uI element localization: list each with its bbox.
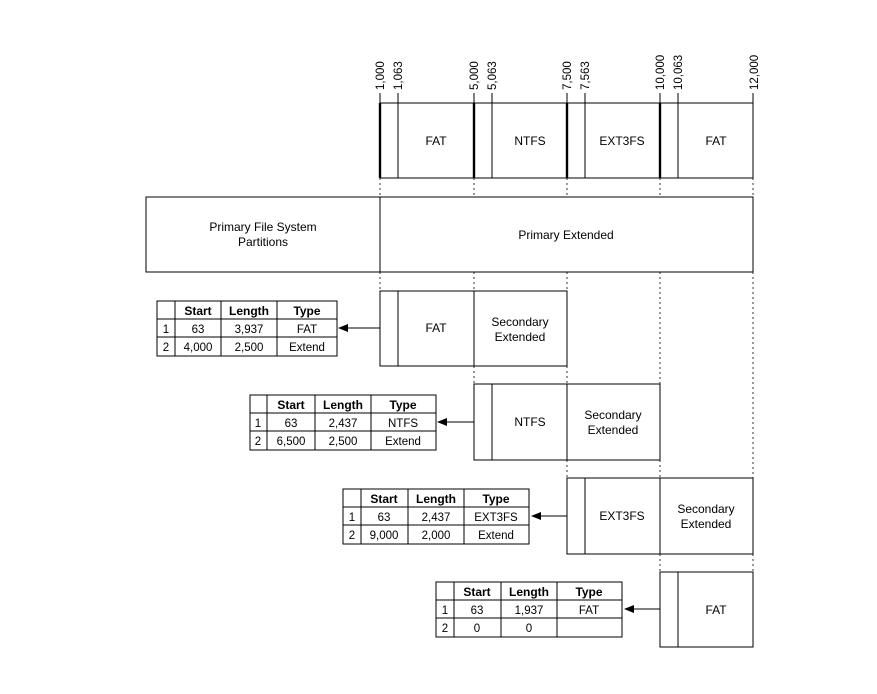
table-header: Start (277, 398, 304, 412)
table-header: Type (575, 585, 602, 599)
table-cell: 2,000 (422, 530, 451, 542)
secondary-extended-label: Secondary (677, 502, 734, 516)
table-cell: FAT (579, 605, 599, 617)
arrow-1 (338, 324, 380, 332)
secondary-extended-label: Extended (588, 423, 639, 437)
primary-fs-label: Partitions (238, 235, 288, 249)
guide-lines (379, 178, 754, 572)
table-cell: 1,937 (515, 605, 544, 617)
fs-label: FAT (425, 321, 447, 335)
tick-marks (379, 93, 754, 103)
tick-label: 10,000 (655, 55, 667, 90)
fs-label: NTFS (514, 415, 545, 429)
tick-label: 1,063 (393, 61, 405, 90)
table-header: Type (293, 304, 320, 318)
tick-label: 5,000 (469, 61, 481, 90)
arrow-4 (624, 605, 660, 613)
table-cell: 63 (471, 605, 484, 617)
tick-label: 12,000 (749, 55, 761, 90)
primary-partition-row: Primary File System Partitions Primary E… (145, 196, 754, 273)
table-header: Type (482, 492, 509, 506)
table-cell: 2,500 (329, 436, 358, 448)
tick-label: 7,500 (562, 61, 574, 90)
fs-label: FAT (705, 603, 727, 617)
table-header: Length (416, 492, 456, 506)
table-header: Start (463, 585, 490, 599)
table-cell: 2,500 (235, 342, 264, 354)
table-cell: Extend (385, 436, 421, 448)
table-cell: 2 (255, 436, 261, 448)
table-cell: Extend (289, 342, 325, 354)
arrow-3 (531, 512, 567, 520)
table-cell: 4,000 (184, 342, 213, 354)
tick-label: 10,063 (673, 55, 685, 90)
tick-label: 1,000 (375, 61, 387, 90)
table-cell: 1 (163, 324, 169, 336)
table-cell: NTFS (388, 418, 418, 430)
table-cell: 2 (163, 342, 169, 354)
partition-label: NTFS (514, 134, 545, 148)
axis-ticks: 1,000 1,063 5,000 5,063 7,500 7,563 10,0… (375, 55, 761, 90)
extended-level-1: FAT Secondary Extended (379, 290, 568, 367)
partition-table-4: Start Length Type 1 63 1,937 FAT 2 0 0 (435, 581, 623, 638)
tick-label: 5,063 (487, 61, 499, 90)
table-cell: 6,500 (277, 436, 306, 448)
table-header: Length (509, 585, 549, 599)
table-cell: FAT (297, 324, 317, 336)
table-cell: 1 (442, 605, 448, 617)
secondary-extended-label: Secondary (491, 315, 548, 329)
extended-level-2: NTFS Secondary Extended (473, 383, 661, 461)
table-cell: 2 (442, 623, 448, 635)
secondary-extended-label: Extended (681, 517, 732, 531)
table-header: Length (323, 398, 363, 412)
extended-level-4: FAT (659, 571, 754, 648)
table-cell: 63 (285, 418, 298, 430)
table-cell: 0 (526, 623, 532, 635)
partition-table-3: Start Length Type 1 63 2,437 EXT3FS 2 9,… (342, 488, 530, 545)
table-header: Length (229, 304, 269, 318)
table-cell: 9,000 (370, 530, 399, 542)
extended-level-3: EXT3FS Secondary Extended (566, 477, 754, 555)
table-cell: EXT3FS (474, 512, 518, 524)
table-cell: 1 (255, 418, 261, 430)
partition-table-2: Start Length Type 1 63 2,437 NTFS 2 6,50… (249, 394, 437, 451)
table-header: Start (184, 304, 211, 318)
table-cell: 63 (378, 512, 391, 524)
arrow-2 (437, 418, 474, 426)
table-header: Type (389, 398, 416, 412)
partition-table-1: Start Length Type 1 63 3,937 FAT 2 4,000… (156, 300, 338, 357)
secondary-extended-label: Secondary (584, 408, 641, 422)
primary-extended-label: Primary Extended (518, 228, 613, 242)
partition-label: EXT3FS (599, 134, 644, 148)
tick-label: 7,563 (580, 61, 592, 90)
table-header: Start (370, 492, 397, 506)
partition-label: FAT (425, 134, 447, 148)
table-cell: Extend (478, 530, 514, 542)
secondary-extended-label: Extended (495, 330, 546, 344)
table-cell: 63 (192, 324, 205, 336)
table-cell: 3,937 (235, 324, 264, 336)
disk-layout-bar: FAT NTFS EXT3FS FAT (378, 102, 754, 179)
table-cell: 2 (349, 530, 355, 542)
table-cell: 0 (474, 623, 480, 635)
partition-label: FAT (705, 134, 727, 148)
table-cell: 1 (349, 512, 355, 524)
table-cell: 2,437 (329, 418, 358, 430)
table-cell: 2,437 (422, 512, 451, 524)
fs-label: EXT3FS (599, 509, 644, 523)
primary-fs-label: Primary File System (209, 220, 316, 234)
